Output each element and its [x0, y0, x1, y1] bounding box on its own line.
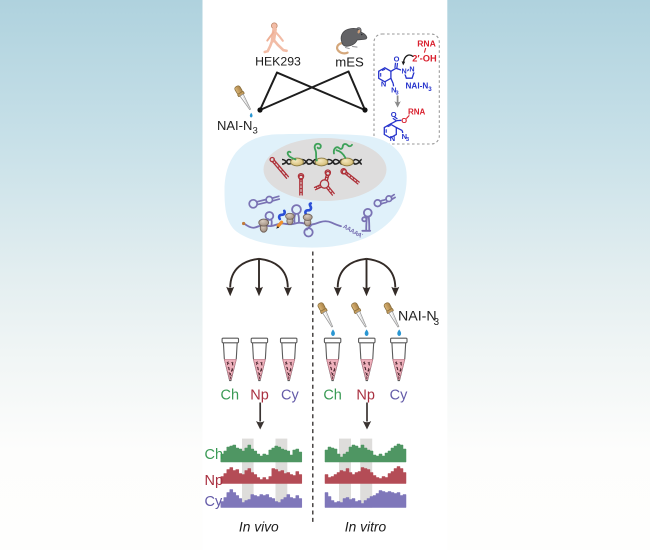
svg-text:RNA: RNA	[417, 39, 436, 49]
svg-text:N: N	[390, 134, 395, 143]
svg-text:mES: mES	[335, 55, 364, 70]
svg-text:Ch: Ch	[323, 388, 342, 404]
svg-text:Np: Np	[205, 473, 224, 489]
svg-text:N: N	[409, 65, 414, 74]
svg-text:HEK293: HEK293	[255, 55, 301, 69]
svg-text:NAI-N: NAI-N	[406, 82, 429, 91]
svg-text:O: O	[401, 116, 407, 125]
svg-text:Np: Np	[250, 388, 269, 404]
svg-text:NAI-N: NAI-N	[217, 118, 252, 133]
svg-text:NAI-N: NAI-N	[398, 309, 437, 325]
svg-text:Cy: Cy	[205, 494, 223, 510]
svg-text:N: N	[391, 85, 396, 94]
svg-text:2′-OH: 2′-OH	[412, 53, 437, 63]
svg-text:In vivo: In vivo	[239, 520, 279, 535]
svg-text:N: N	[381, 79, 386, 88]
svg-text:N: N	[401, 66, 406, 75]
svg-text:Cy: Cy	[390, 388, 408, 404]
svg-text:Np: Np	[356, 388, 375, 404]
svg-text:In vitro: In vitro	[345, 520, 387, 535]
svg-text:3: 3	[396, 90, 399, 96]
svg-text:Ch: Ch	[221, 388, 240, 404]
svg-text:Ch: Ch	[205, 447, 224, 463]
svg-text:N: N	[402, 132, 407, 141]
svg-text:3: 3	[428, 86, 432, 93]
svg-text:3: 3	[406, 137, 409, 143]
svg-text:Cy: Cy	[281, 388, 299, 404]
svg-text:RNA: RNA	[408, 107, 426, 116]
svg-text:3: 3	[434, 317, 440, 328]
svg-text:O: O	[391, 110, 397, 119]
svg-text:3: 3	[253, 126, 258, 137]
svg-text:O: O	[394, 55, 400, 64]
